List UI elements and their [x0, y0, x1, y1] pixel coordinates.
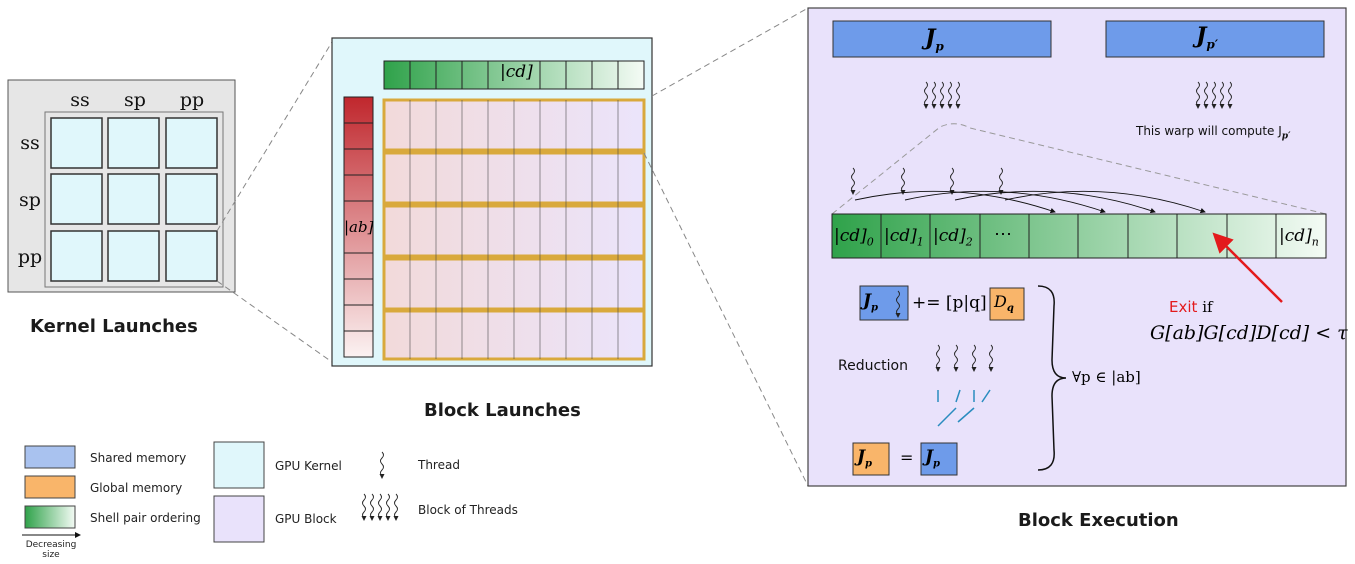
cd-cell-1: |cd]1 [884, 226, 924, 249]
legend-block-swatch [213, 495, 265, 543]
cd-cell-n: |cd]n [1279, 226, 1319, 249]
jp-shared: Jp [925, 447, 941, 470]
legend-ordering-swatch [24, 505, 76, 529]
kernel-row-pp: pp [18, 246, 42, 268]
kernel-row-ss: ss [20, 132, 40, 154]
legend-block-threads-label: Block of Threads [418, 503, 518, 517]
legend-shared-swatch [24, 445, 76, 469]
exit-label: Exit if [1169, 298, 1213, 316]
d-q-label: Dq [994, 292, 1014, 315]
legend-thread-label: Thread [418, 458, 460, 472]
jp-global: Jp [857, 447, 873, 470]
legend-shared-label: Shared memory [90, 451, 187, 465]
brace [1037, 285, 1067, 471]
cd-cell-2: |cd]2 [933, 226, 973, 249]
ab-strip [343, 96, 374, 358]
cd-strip [383, 60, 645, 90]
execution-title: Block Execution [1018, 510, 1179, 531]
legend-block-label: GPU Block [275, 512, 337, 526]
cd-label: |cd] [500, 62, 533, 82]
legend-kernel-swatch [213, 441, 265, 489]
exit-condition: G[ab]G[cd]D[cd] < τ [1150, 322, 1348, 344]
thread-icon [379, 451, 385, 480]
legend-global-label: Global memory [90, 481, 183, 495]
jp-update-lhs: Jp [863, 291, 879, 314]
kernel-title: Kernel Launches [30, 316, 198, 337]
warp-note: This warp will compute Jp′ [1136, 124, 1291, 142]
cd-long-strip [831, 213, 1327, 259]
kernel-col-ss: ss [70, 89, 90, 111]
execution-panel [807, 7, 1347, 487]
reduction-tree [937, 389, 991, 427]
jpp-header: Jp′ [1196, 23, 1218, 52]
kernel-row-sp: sp [19, 189, 41, 211]
block-title: Block Launches [424, 400, 581, 421]
forall-label: ∀p ∈ |ab] [1072, 368, 1141, 386]
reduction-label: Reduction [838, 358, 908, 374]
kernel-col-sp: sp [124, 89, 146, 111]
update-equation: += [p|q] [912, 293, 987, 313]
exit-arrow [1212, 232, 1283, 303]
cd-cell-ellipsis: ⋯ [994, 224, 1012, 245]
block-rows [382, 98, 646, 361]
kernel-grid-cells [50, 117, 218, 282]
legend-global-swatch [24, 475, 76, 499]
legend-ordering-label: Shell pair ordering [90, 511, 201, 525]
cd-cell-0: |cd]0 [834, 226, 874, 249]
legend [22, 441, 399, 543]
block-panel [331, 37, 653, 367]
stride-arrows [854, 190, 1206, 214]
kernel-col-pp: pp [180, 89, 204, 111]
equals-sign: = [900, 448, 914, 467]
ab-label: |ab] [344, 218, 374, 236]
block-of-threads-icon [361, 493, 399, 522]
kernel-panel: ss sp pp ss sp pp [7, 79, 236, 293]
legend-kernel-label: GPU Kernel [275, 459, 342, 473]
jp-header: Jp [925, 25, 944, 54]
